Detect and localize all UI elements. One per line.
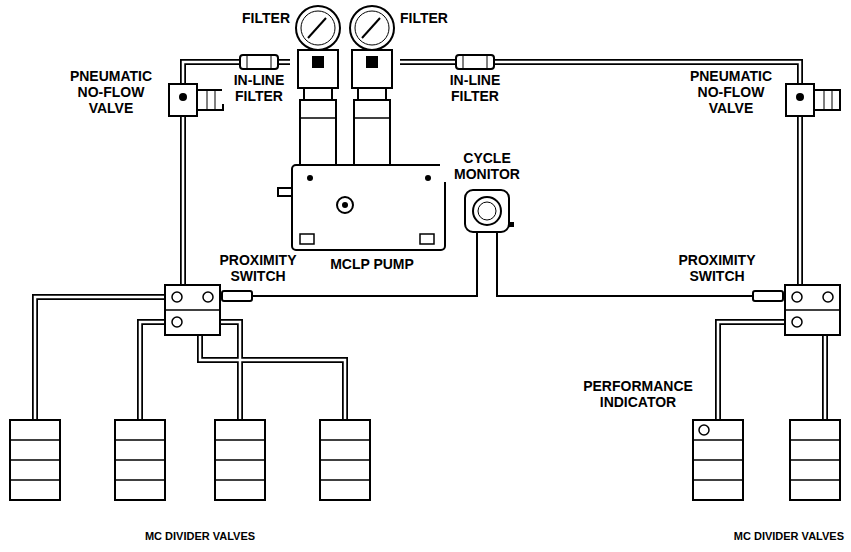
component-label: PERFORMANCE INDICATOR	[566, 378, 710, 410]
component-label: IN-LINE FILTER	[438, 72, 512, 104]
component-label: PROXIMITY SWITCH	[664, 252, 770, 284]
master-divider-right	[785, 285, 840, 335]
component-label: PROXIMITY SWITCH	[205, 252, 311, 284]
divider-valve	[115, 420, 165, 500]
divider-valve	[215, 420, 265, 500]
inline-filter-left	[240, 55, 278, 69]
component-label: CYCLE MONITOR	[440, 150, 534, 182]
divider-valve	[320, 420, 370, 500]
component-label: FILTER	[226, 10, 292, 26]
proximity-switch-right	[753, 291, 783, 301]
component-label: FILTER	[398, 10, 464, 26]
filter-left	[296, 6, 340, 165]
tubing	[35, 62, 825, 420]
proximity-switch-left	[222, 291, 252, 301]
component-label: MC DIVIDER VALVES	[690, 530, 846, 543]
divider-valve	[693, 420, 743, 500]
divider-valve	[790, 420, 840, 500]
component-label: PNEUMATIC NO-FLOW VALVE	[678, 68, 784, 116]
cycle-monitor	[465, 190, 514, 232]
component-label: PNEUMATIC NO-FLOW VALVE	[58, 68, 164, 116]
component-label: MC DIVIDER VALVES	[100, 530, 300, 543]
no-flow-valve-right	[786, 84, 840, 116]
performance-indicator	[699, 425, 709, 435]
component-label: MCLP PUMP	[310, 256, 434, 272]
no-flow-valve-left	[169, 84, 223, 116]
inline-filter-right	[456, 55, 494, 69]
mclp-pump	[278, 165, 445, 250]
master-divider-left	[165, 285, 220, 335]
divider-valve	[10, 420, 60, 500]
filter-right	[350, 6, 394, 165]
component-label: IN-LINE FILTER	[222, 72, 296, 104]
